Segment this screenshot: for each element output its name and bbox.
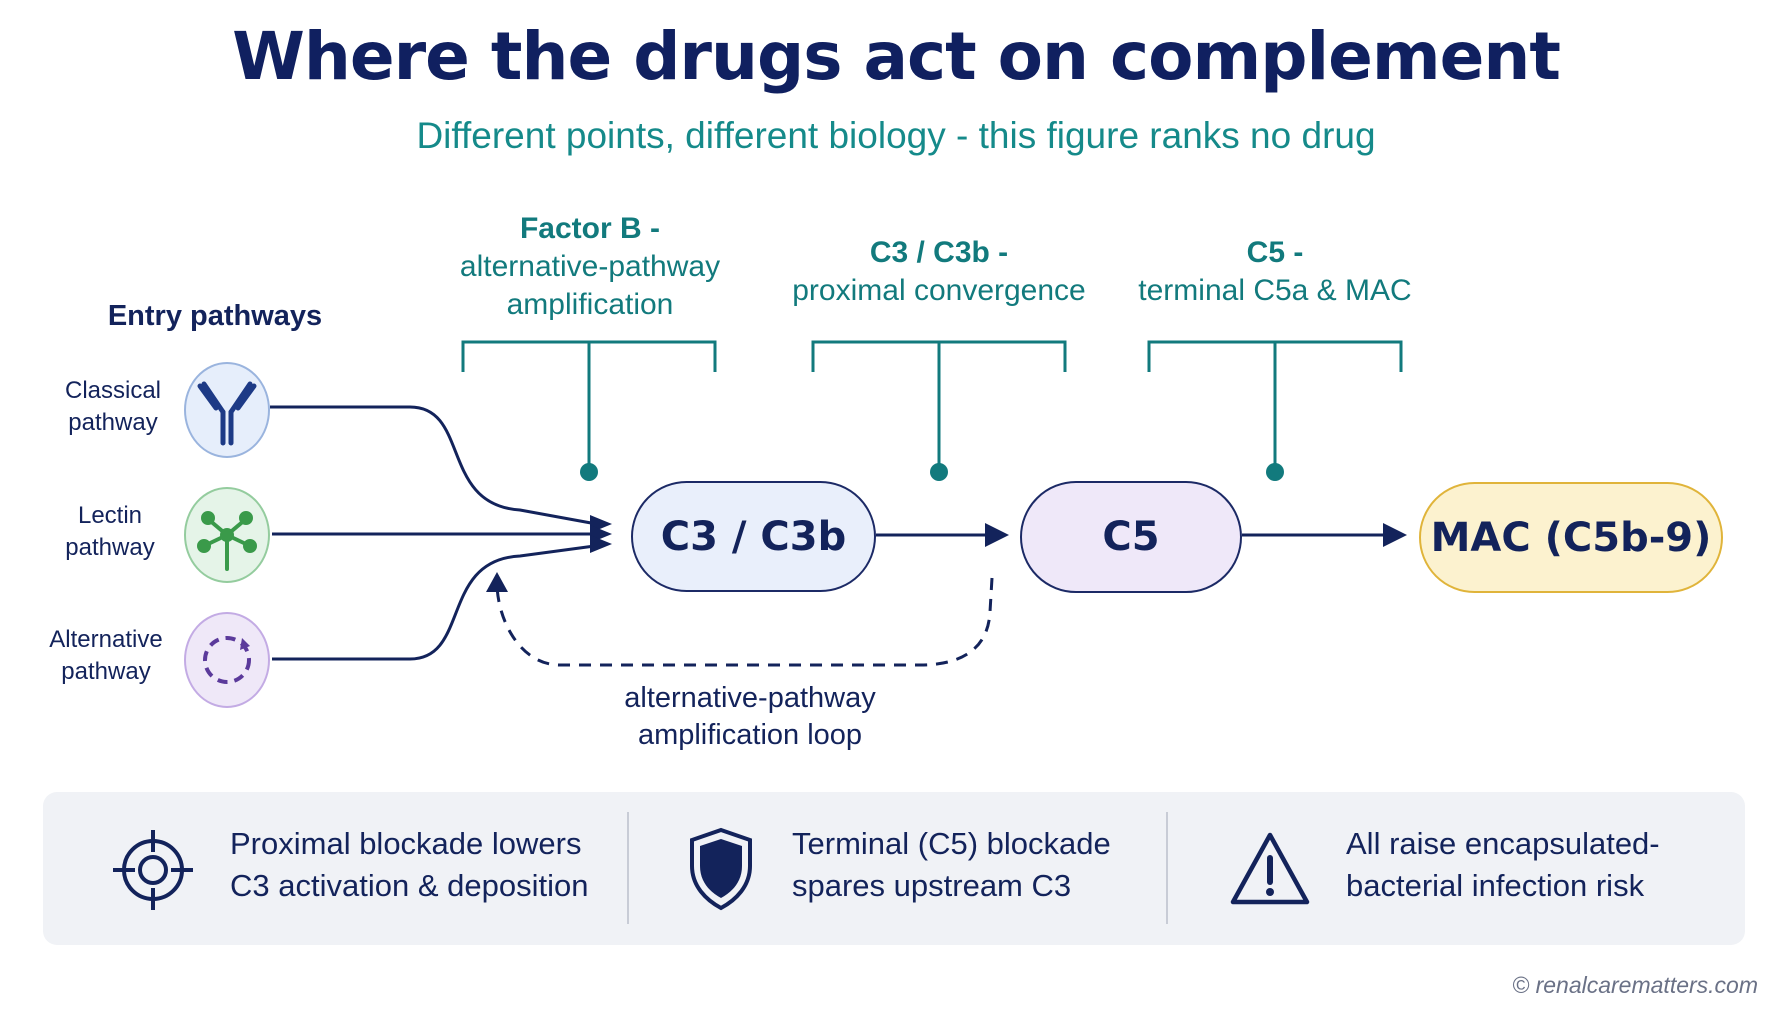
molecule-icon — [184, 487, 270, 583]
alternative-connector — [272, 543, 603, 661]
factor-b-bracket — [461, 340, 717, 470]
copyright-footer: © renalcarematters.com — [1512, 972, 1758, 998]
key-notes-panel — [43, 792, 1745, 945]
lectin-pathway-label: Lectin pathway — [65, 502, 155, 561]
page-title: Where the drugs act on complement — [232, 18, 1561, 95]
c5-target-label: C5 - terminal C5a & MAC — [1138, 236, 1412, 307]
shield-icon — [690, 827, 752, 911]
c3-target-label: C3 / C3b - proximal convergence — [792, 236, 1086, 307]
c3-bracket — [811, 340, 1067, 470]
crosshair-icon — [113, 830, 193, 910]
entry-pathways-heading: Entry pathways — [107, 300, 323, 332]
page-subtitle: Different points, different biology - th… — [416, 115, 1376, 156]
c5-bracket — [1147, 340, 1403, 470]
cycle-arrows-icon — [184, 612, 270, 708]
infection-risk-note: All raise encapsulated- bacterial infect… — [1346, 826, 1660, 903]
factor-b-target-label: Factor B - alternative-pathway amplifica… — [459, 212, 721, 321]
classical-pathway-label: Classical pathway — [64, 377, 162, 436]
amplification-loop-label: alternative-pathway amplification loop — [624, 682, 876, 751]
notes-divider — [627, 812, 629, 924]
warning-icon — [1230, 832, 1310, 905]
classical-connector — [270, 405, 603, 527]
notes-divider — [1166, 812, 1168, 924]
terminal-blockade-note: Terminal (C5) blockade spares upstream C… — [792, 826, 1111, 903]
c5-node: C5 — [1020, 481, 1242, 593]
amplification-loop-arrow — [495, 577, 994, 667]
alternative-pathway-label: Alternative pathway — [49, 626, 163, 685]
proximal-blockade-note: Proximal blockade lowers C3 activation &… — [230, 826, 589, 903]
antibody-icon — [184, 362, 270, 458]
c3-c3b-node: C3 / C3b — [631, 481, 876, 592]
mac-node: MAC (C5b-9) — [1419, 482, 1723, 593]
